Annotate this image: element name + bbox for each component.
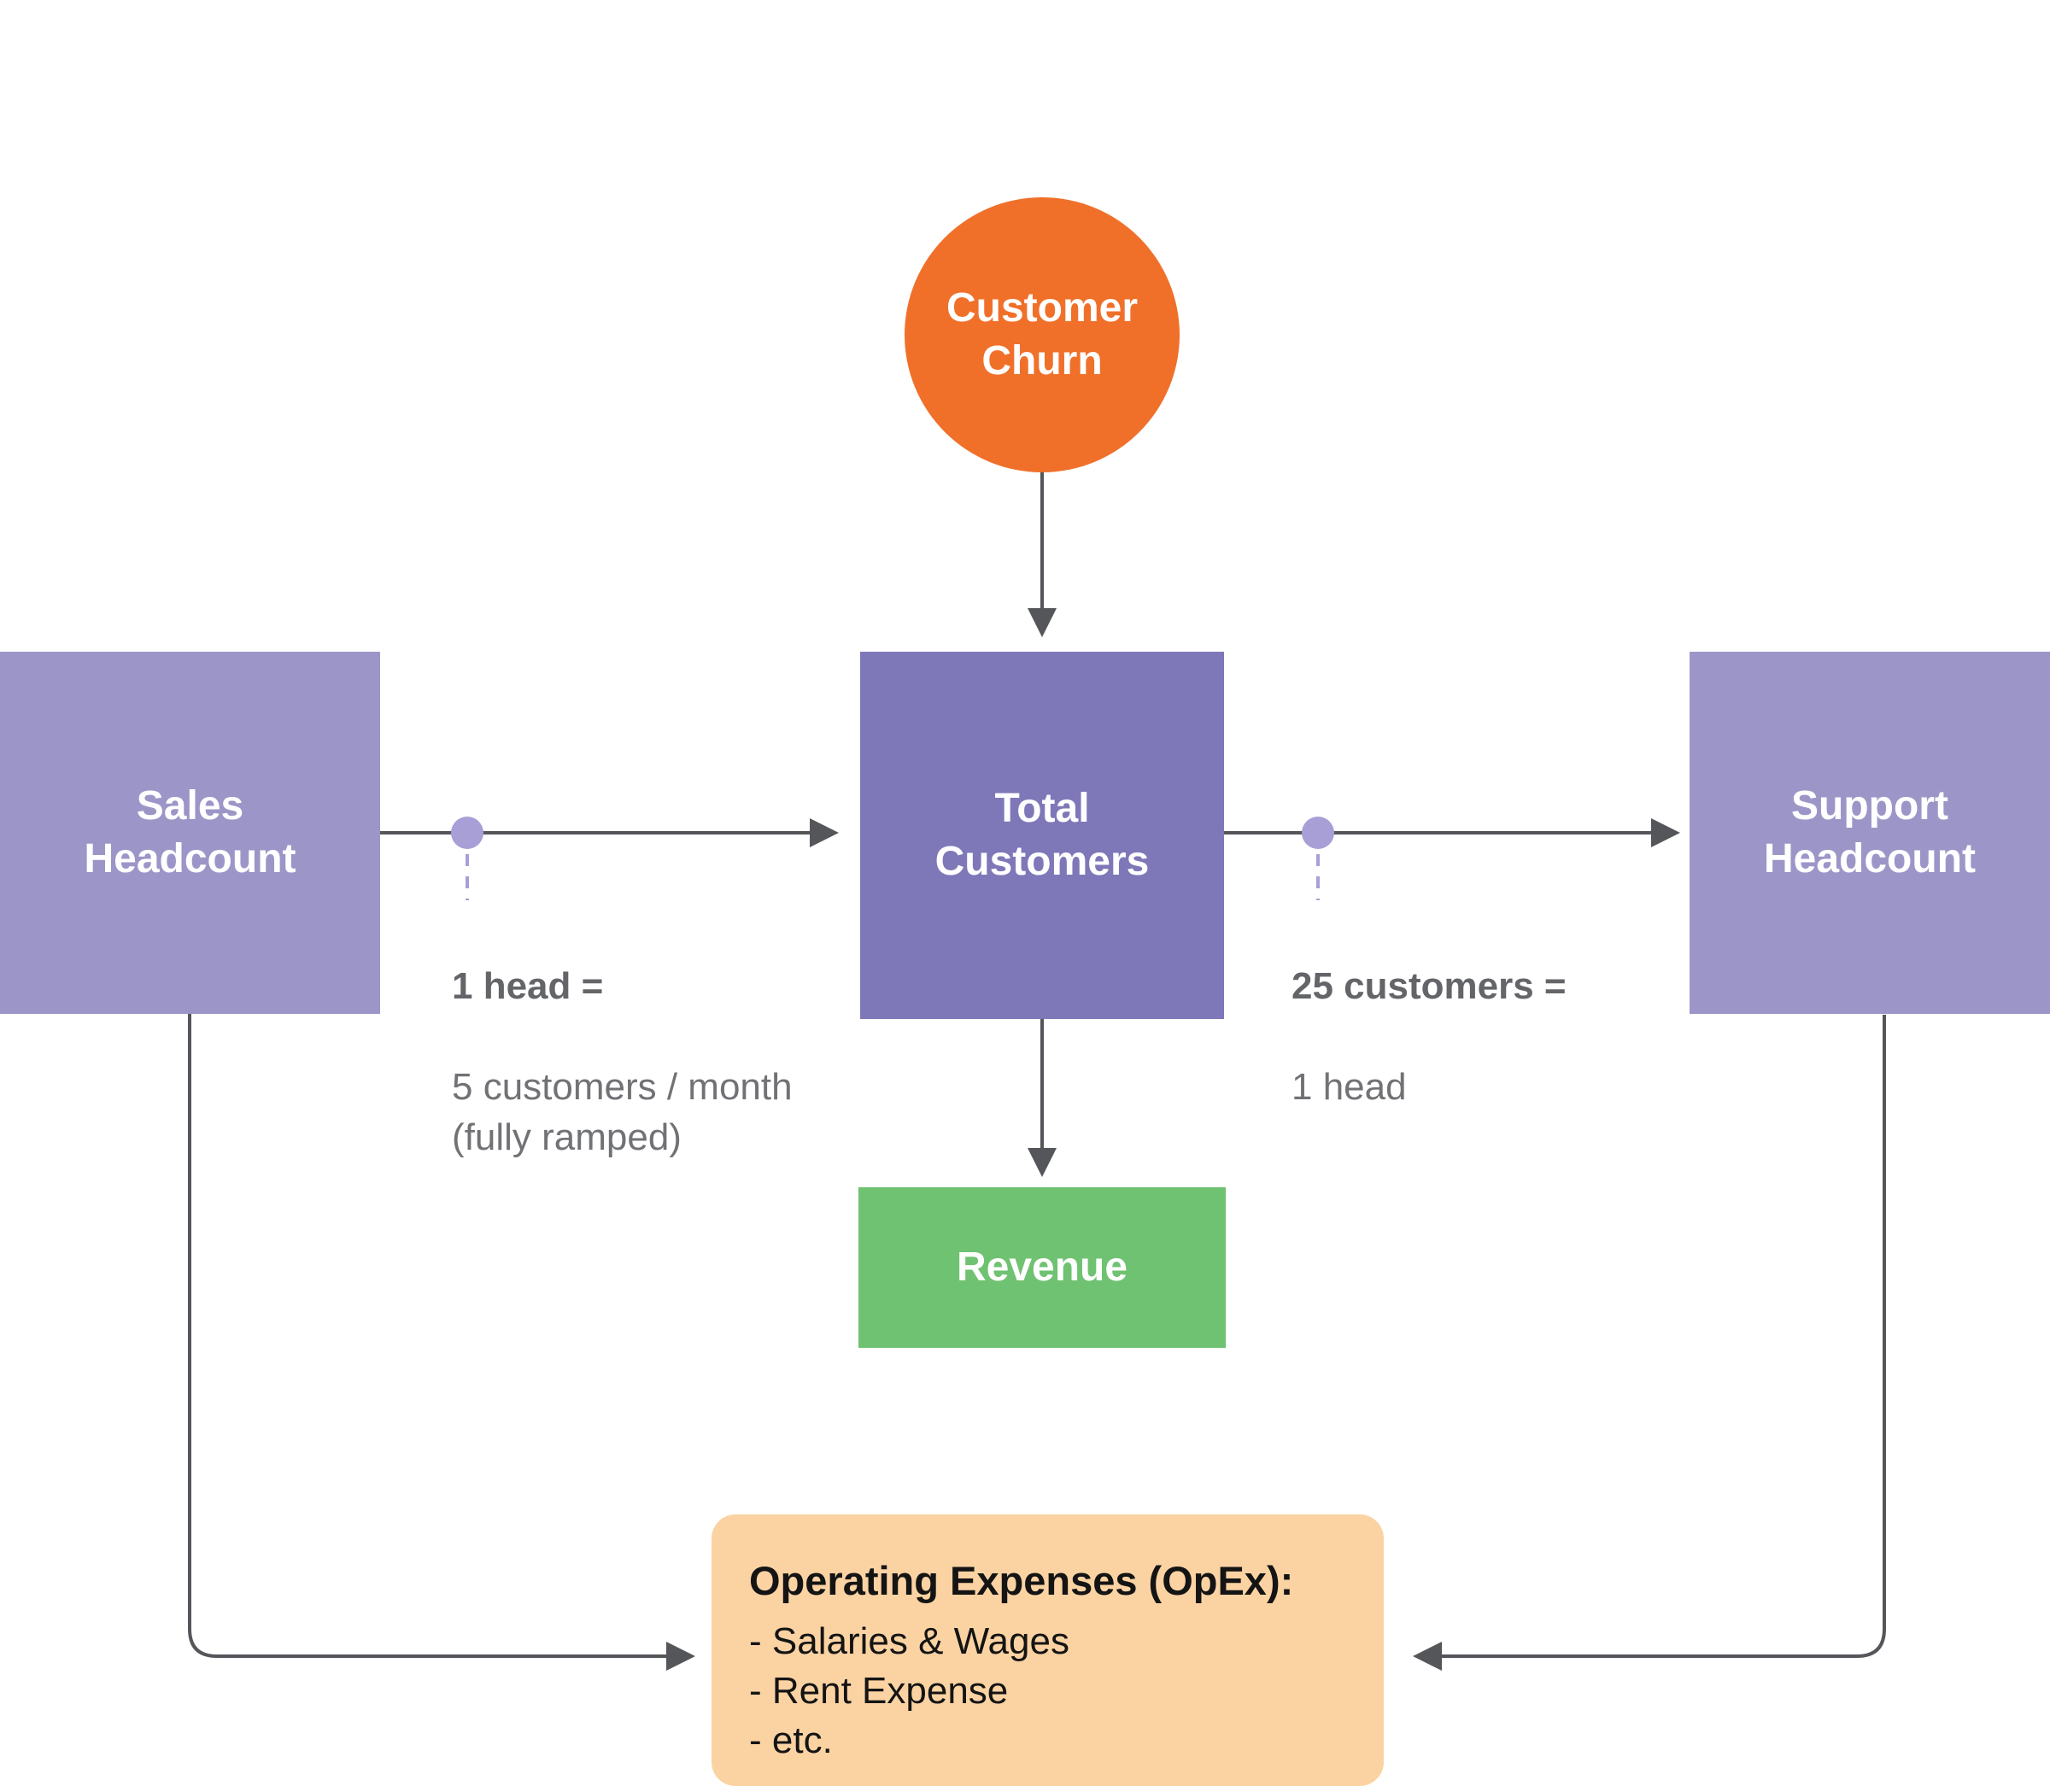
arrowhead-sales-to-opex — [666, 1642, 695, 1671]
sales-productivity-label-bold: 1 head = — [452, 965, 604, 1007]
customer-churn-label: Customer Churn — [946, 285, 1139, 384]
arrow-sales-to-opex — [188, 1014, 666, 1658]
node-support-headcount: Support Headcount — [1690, 652, 2050, 1014]
arrowhead-churn-to-customers — [1028, 608, 1057, 637]
arrowhead-customers-to-support — [1651, 818, 1680, 847]
arrow-support-to-opex — [1442, 1015, 1886, 1658]
sales-headcount-label: Sales Headcount — [84, 783, 296, 881]
node-customer-churn: Customer Churn — [905, 197, 1180, 472]
support-ratio-label: 25 customers = 1 head — [1292, 911, 1567, 1112]
sales-ratio-dot — [451, 817, 483, 849]
sales-productivity-label: 1 head = 5 customers / month (fully ramp… — [452, 911, 793, 1162]
arrowhead-customers-to-revenue — [1028, 1148, 1057, 1177]
support-ratio-dot — [1302, 817, 1334, 849]
total-customers-label: Total Customers — [934, 786, 1150, 884]
node-sales-headcount: Sales Headcount — [0, 652, 380, 1014]
opex-item-salaries: - Salaries & Wages — [749, 1620, 1069, 1662]
opex-title: Operating Expenses (OpEx): — [749, 1558, 1294, 1603]
opex-item-etc: - etc. — [749, 1719, 833, 1761]
support-headcount-label: Support Headcount — [1763, 783, 1976, 881]
node-total-customers: Total Customers — [860, 652, 1224, 1019]
support-ratio-label-detail: 1 head — [1292, 1066, 1407, 1108]
arrowhead-sales-to-customers — [810, 818, 839, 847]
node-operating-expenses: Operating Expenses (OpEx): - Salaries & … — [712, 1514, 1384, 1786]
revenue-label: Revenue — [956, 1244, 1128, 1290]
support-ratio-label-bold: 25 customers = — [1292, 965, 1567, 1007]
arrowhead-support-to-opex — [1413, 1642, 1442, 1671]
node-revenue: Revenue — [858, 1187, 1226, 1348]
opex-item-rent: - Rent Expense — [749, 1670, 1009, 1712]
sales-productivity-label-detail: 5 customers / month (fully ramped) — [452, 1066, 793, 1158]
